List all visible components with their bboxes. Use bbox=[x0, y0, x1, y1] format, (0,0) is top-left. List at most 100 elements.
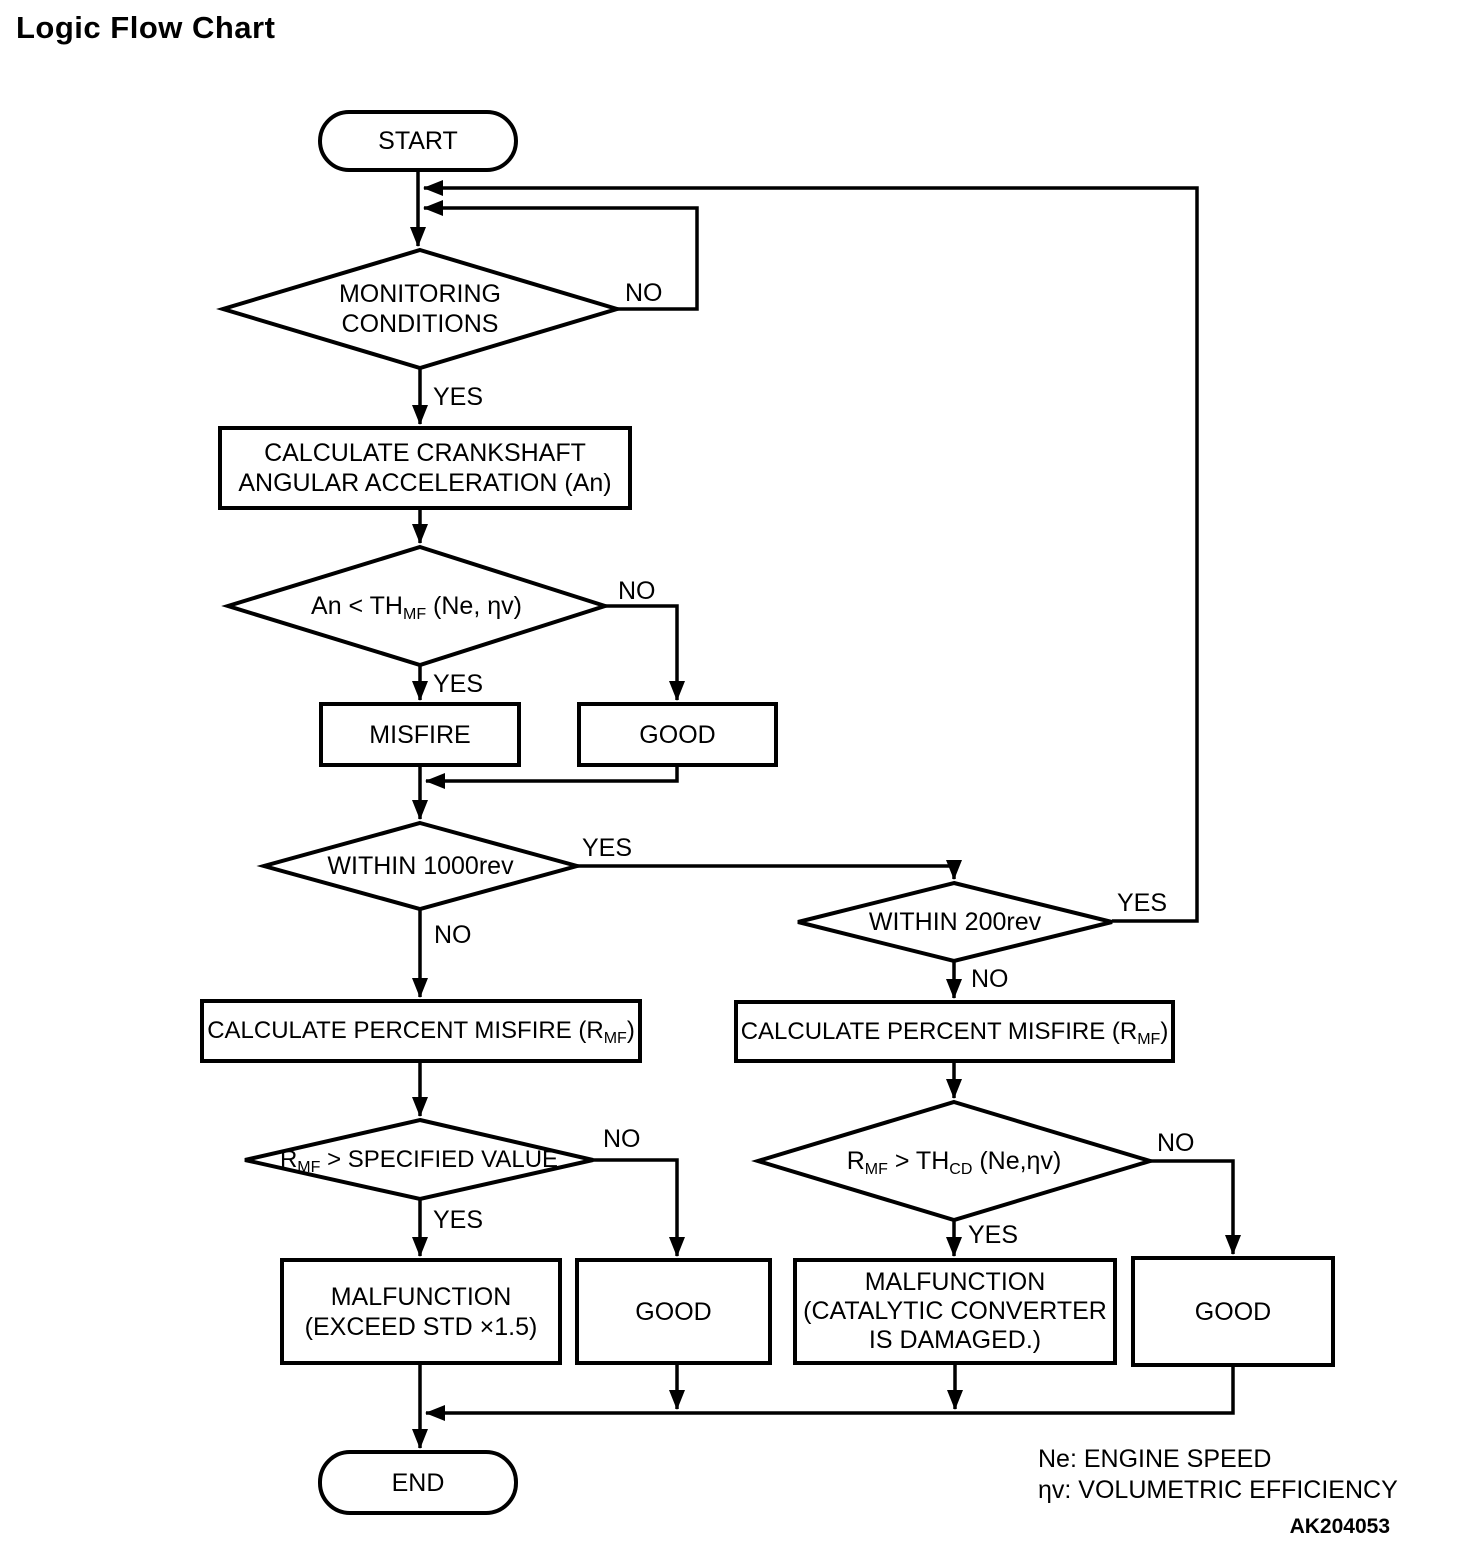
node-good-misfire: GOOD bbox=[579, 704, 776, 765]
end-terminal-shape bbox=[318, 1450, 518, 1515]
malfunction-catalyst-line1: MALFUNCTION bbox=[864, 1268, 1046, 1296]
node-calc-crankshaft: CALCULATE CRANKSHAFT ANGULAR ACCELERATIO… bbox=[220, 428, 630, 508]
calc-percent-right-pre: CALCULATE PERCENT MISFIRE (R bbox=[740, 1017, 1138, 1045]
monitoring-line1: MONITORING bbox=[338, 280, 502, 308]
within-200rev-diamond-shape bbox=[797, 880, 1113, 964]
end-label: END bbox=[391, 1468, 445, 1497]
calc-percent-right-post: ) bbox=[1160, 1017, 1169, 1045]
edge-label-an-yes: YES bbox=[433, 670, 484, 698]
misfire-label: MISFIRE bbox=[369, 720, 471, 749]
node-end: END bbox=[320, 1452, 516, 1513]
edge-label-within200-yes: YES bbox=[1117, 889, 1168, 917]
connector-group bbox=[410, 170, 1241, 1449]
edge-label-rmf-thcd-no: NO bbox=[1157, 1129, 1195, 1157]
node-rmf-thcd: RMF > THCD (Ne,ηv) bbox=[758, 1102, 1150, 1220]
an-threshold-label: An < THMF (Ne, ηv) bbox=[311, 591, 522, 623]
edge-label-within1000-no: NO bbox=[434, 921, 472, 949]
start-label: START bbox=[378, 127, 458, 155]
node-good-bottom-right: GOOD bbox=[1133, 1258, 1333, 1365]
edge-collector-line bbox=[425, 1365, 1235, 1421]
rmf-specified-diamond-shape bbox=[244, 1117, 594, 1202]
node-malfunction-catalyst: MALFUNCTION (CATALYTIC CONVERTER IS DAMA… bbox=[795, 1260, 1115, 1363]
edge-within200-yes-feedback bbox=[423, 180, 1199, 923]
good-bottom-right-box-shape bbox=[1131, 1256, 1335, 1367]
an-threshold-post: (Ne, ηv) bbox=[426, 592, 522, 620]
good-bottom-left-box-shape bbox=[575, 1258, 772, 1365]
node-good-bottom-left: GOOD bbox=[577, 1260, 770, 1363]
rmf-thcd-p3: (Ne,ηv) bbox=[972, 1147, 1062, 1175]
legend: Ne: ENGINE SPEED ηv: VOLUMETRIC EFFICIEN… bbox=[1038, 1444, 1398, 1506]
rmf-specified-pre: R bbox=[279, 1145, 298, 1173]
start-terminal-shape bbox=[318, 110, 518, 172]
edge-label-rmf-specified-no: NO bbox=[603, 1125, 641, 1153]
malfunction-exceed-line2: (EXCEED STD ×1.5) bbox=[304, 1312, 538, 1341]
monitoring-diamond-shape bbox=[216, 247, 624, 371]
node-rmf-specified: RMF > SPECIFIED VALUE bbox=[245, 1120, 593, 1199]
calc-crankshaft-box-shape bbox=[218, 426, 632, 510]
calc-percent-right-label: CALCULATE PERCENT MISFIRE (RMF) bbox=[740, 1017, 1169, 1048]
node-monitoring-conditions: MONITORING CONDITIONS bbox=[223, 250, 617, 368]
rmf-thcd-label: RMF > THCD (Ne,ηv) bbox=[846, 1146, 1062, 1178]
within-1000rev-diamond-shape bbox=[256, 820, 585, 912]
calc-percent-right-box-shape bbox=[734, 1000, 1175, 1063]
edge-label-monitoring-yes: YES bbox=[433, 383, 484, 411]
node-start: START bbox=[320, 112, 516, 170]
calc-percent-left-box-shape bbox=[200, 999, 642, 1063]
calc-percent-left-post: ) bbox=[626, 1017, 635, 1044]
calc-percent-left-sub: MF bbox=[603, 1030, 627, 1047]
edge-label-rmf-thcd-yes: YES bbox=[968, 1221, 1019, 1249]
rmf-thcd-s2: CD bbox=[949, 1161, 973, 1178]
calc-percent-right-sub: MF bbox=[1137, 1030, 1161, 1048]
rmf-thcd-s1: MF bbox=[864, 1161, 888, 1178]
rmf-thcd-p1: R bbox=[846, 1147, 865, 1175]
calc-percent-left-label: CALCULATE PERCENT MISFIRE (RMF) bbox=[207, 1016, 635, 1047]
good-bottom-left-label: GOOD bbox=[635, 1297, 712, 1326]
monitoring-line2: CONDITIONS bbox=[341, 310, 499, 338]
misfire-box-shape bbox=[319, 702, 521, 767]
good-bottom-right-label: GOOD bbox=[1194, 1297, 1272, 1326]
calc-crankshaft-line2: ANGULAR ACCELERATION (An) bbox=[238, 469, 612, 497]
shape-group bbox=[200, 110, 1335, 1515]
rmf-specified-label: RMF > SPECIFIED VALUE bbox=[279, 1145, 559, 1176]
edge-label-an-no: NO bbox=[618, 577, 656, 605]
node-calc-percent-right: CALCULATE PERCENT MISFIRE (RMF) bbox=[736, 1002, 1173, 1061]
edge-label-monitoring-no: NO bbox=[625, 279, 663, 307]
rmf-specified-post: > SPECIFIED VALUE bbox=[320, 1145, 559, 1173]
edge-rmf-no-to-good bbox=[593, 1158, 685, 1257]
node-within-200rev: WITHIN 200rev bbox=[798, 883, 1112, 961]
within-1000rev-label: WITHIN 1000rev bbox=[327, 852, 514, 880]
edge-good-join bbox=[425, 765, 679, 789]
edge-monitoring-no-loop bbox=[423, 200, 699, 311]
edge-label-within1000-yes: YES bbox=[582, 834, 633, 862]
calc-percent-left-pre: CALCULATE PERCENT MISFIRE (R bbox=[207, 1017, 604, 1044]
malfunction-catalyst-box-shape bbox=[793, 1258, 1117, 1365]
figure-id: AK204053 bbox=[1289, 1515, 1390, 1538]
an-threshold-pre: An < TH bbox=[311, 592, 403, 620]
within-200rev-label: WITHIN 200rev bbox=[868, 908, 1042, 936]
node-malfunction-exceed: MALFUNCTION (EXCEED STD ×1.5) bbox=[282, 1260, 560, 1363]
page-title: Logic Flow Chart bbox=[16, 10, 276, 45]
malfunction-catalyst-line2: (CATALYTIC CONVERTER bbox=[803, 1297, 1107, 1325]
node-an-threshold: An < THMF (Ne, ηv) bbox=[228, 547, 605, 665]
malfunction-catalyst-line3: IS DAMAGED.) bbox=[868, 1326, 1042, 1354]
good-misfire-box-shape bbox=[577, 702, 778, 767]
node-within-1000rev: WITHIN 1000rev bbox=[264, 823, 577, 909]
rmf-thcd-diamond-shape bbox=[751, 1099, 1157, 1223]
edge-label-within200-no: NO bbox=[971, 965, 1009, 993]
legend-engine-speed: Ne: ENGINE SPEED bbox=[1038, 1445, 1272, 1473]
legend-volumetric-efficiency: ηv: VOLUMETRIC EFFICIENCY bbox=[1038, 1476, 1398, 1504]
rmf-specified-sub: MF bbox=[297, 1158, 321, 1176]
node-misfire: MISFIRE bbox=[321, 704, 519, 765]
rmf-thcd-p2: > TH bbox=[887, 1147, 950, 1175]
edge-within1000-yes-to-within200 bbox=[577, 860, 962, 880]
calc-crankshaft-line1: CALCULATE CRANKSHAFT bbox=[264, 439, 586, 467]
an-threshold-sub: MF bbox=[402, 606, 427, 623]
edge-an-no-to-good bbox=[605, 604, 685, 701]
good-misfire-label: GOOD bbox=[639, 720, 716, 749]
malfunction-exceed-box-shape bbox=[280, 1258, 562, 1365]
edge-label-rmf-specified-yes: YES bbox=[433, 1206, 484, 1234]
an-threshold-diamond-shape bbox=[221, 544, 612, 668]
node-calc-percent-left: CALCULATE PERCENT MISFIRE (RMF) bbox=[202, 1001, 640, 1061]
